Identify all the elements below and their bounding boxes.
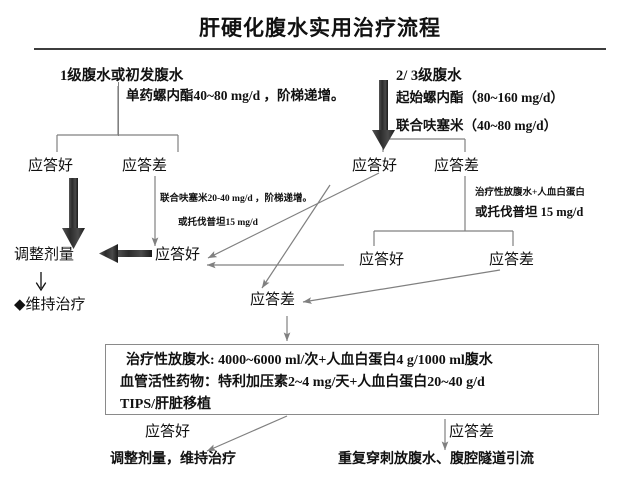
thick-arrow-left-good <box>62 178 85 249</box>
left-poor-annot-1: 联合呋塞米20-40 mg/d ，阶梯递增。 <box>160 194 313 204</box>
main-box-line-3: TIPS/肝脏移植 <box>120 397 212 412</box>
right-poor-annot-2: 或托伐普坦 15 mg/d <box>475 205 584 219</box>
thick-arrow-right-regimen <box>372 80 395 150</box>
left-good-node: 应答好 <box>28 158 74 174</box>
left-regimen-stem <box>118 82 120 136</box>
left-poor-node: 应答差 <box>122 158 168 174</box>
right-poor-node: 应答差 <box>434 158 480 174</box>
converge-poor-node: 应答差 <box>250 292 296 308</box>
title-divider <box>34 48 606 50</box>
right-poor-annot-1: 治疗性放腹水+人血白蛋白 <box>475 188 585 198</box>
page-title: 肝硬化腹水实用治疗流程 <box>199 16 441 40</box>
thick-arrow-to-adjust <box>99 244 152 263</box>
right-second-good-node: 应答好 <box>359 252 405 268</box>
outcome-good-action: 调整剂量，维持治疗 <box>110 452 236 467</box>
maintain-therapy-node: ◆维持治疗 <box>14 297 86 313</box>
outcome-poor-action: 重复穿刺放腹水、腹腔隧道引流 <box>338 452 534 467</box>
right-regimen-line1: 起始螺内酯（80~160 mg/d） <box>396 90 564 105</box>
main-box-line-2: 血管活性药物：特利加压素2~4 mg/天+人血白蛋白20~40 g/d <box>120 375 485 390</box>
left-poor-annot-2: 或托伐普坦15 mg/d <box>178 218 258 228</box>
main-treatment-box <box>105 344 599 415</box>
main-box-line-1: 治疗性放腹水: 4000~6000 ml/次+人血白蛋白4 g/1000 ml腹… <box>126 353 493 368</box>
outcome-poor-label: 应答差 <box>449 424 495 440</box>
right-branch-header: 2/ 3级腹水 <box>396 68 462 84</box>
outcome-good-label: 应答好 <box>145 424 191 440</box>
left-adjust-dose-node: 调整剂量 <box>14 247 75 263</box>
left-second-good-node: 应答好 <box>155 247 201 263</box>
right-second-poor-node: 应答差 <box>489 252 535 268</box>
left-regimen-text: 单药螺内酯40~80 mg/d ，阶梯递增。 <box>126 88 345 103</box>
left-branch-header: 1级腹水或初发腹水 <box>60 68 184 84</box>
right-good-node: 应答好 <box>352 158 398 174</box>
right-regimen-line2: 联合呋塞米（40~80 mg/d） <box>396 118 558 133</box>
arrow-adjust-to-maintain <box>35 272 47 292</box>
